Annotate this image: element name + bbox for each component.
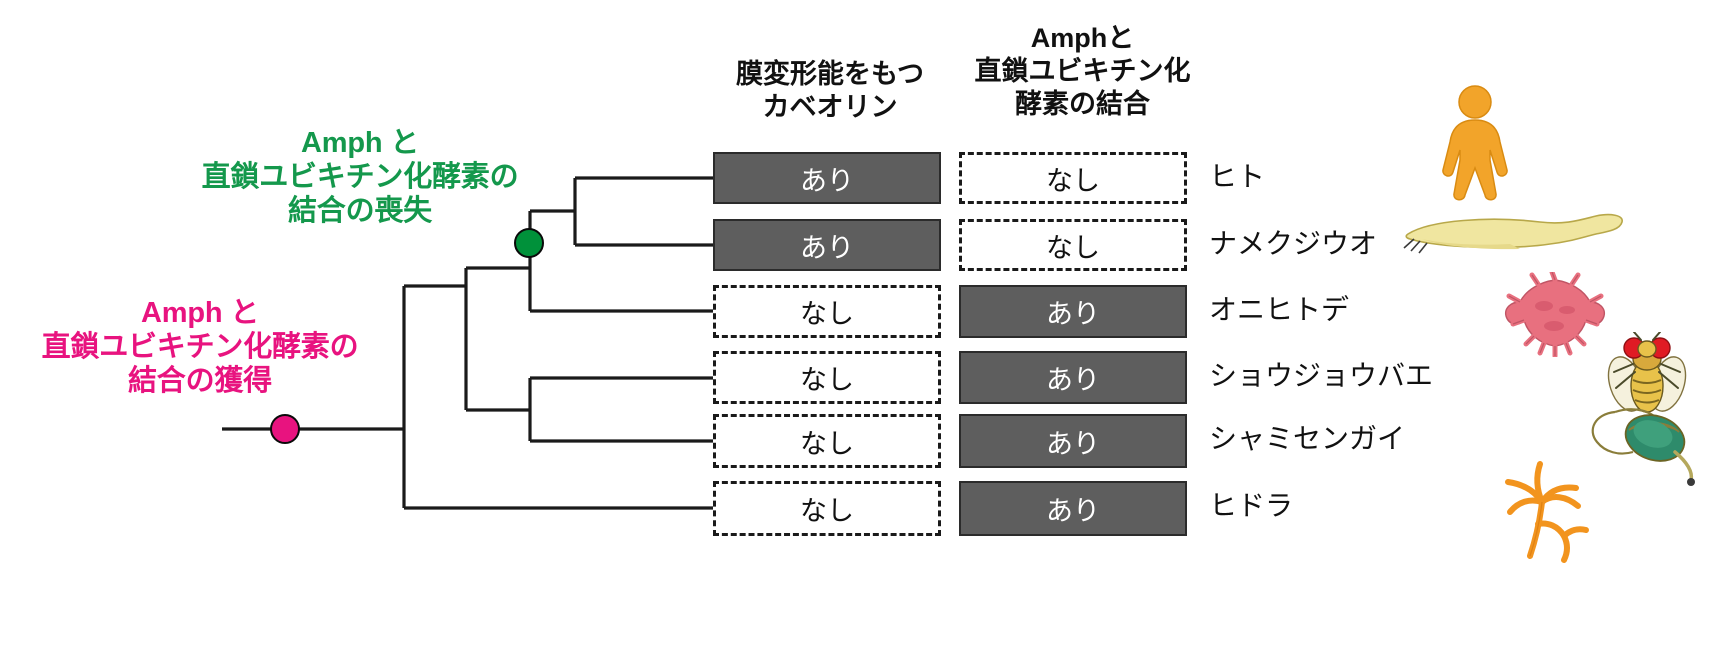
species-label-starfish: オニヒトデ — [1209, 294, 1350, 325]
green-node-marker — [514, 228, 544, 258]
lampshell-icon — [1591, 408, 1695, 486]
cell-amph-binding-amphioxus: なし — [959, 219, 1187, 271]
cell-caveolin-human: あり — [713, 152, 941, 204]
cell-amph-binding-human: なし — [959, 152, 1187, 204]
fly-icon — [1607, 332, 1687, 413]
human-icon — [1442, 85, 1508, 201]
species-label-fly: ショウジョウバエ — [1209, 360, 1434, 391]
species-label-hydra: ヒドラ — [1209, 490, 1294, 521]
species-label-lampshell: シャミセンガイ — [1209, 423, 1406, 454]
cell-caveolin-hydra: なし — [713, 481, 941, 536]
cell-caveolin-amphioxus: あり — [713, 219, 941, 271]
cell-caveolin-lampshell: なし — [713, 414, 941, 468]
annotation-loss-label: Amph と 直鎖ユビキチン化酵素の 結合の喪失 — [201, 127, 519, 228]
cell-caveolin-fly: なし — [713, 351, 941, 404]
cell-amph-binding-hydra: あり — [959, 481, 1187, 536]
annotation-gain-label: Amph と 直鎖ユビキチン化酵素の 結合の獲得 — [41, 297, 359, 398]
hydra-icon — [1505, 461, 1589, 563]
cell-caveolin-starfish: なし — [713, 285, 941, 338]
species-label-amphioxus: ナメクジウオ — [1209, 228, 1378, 259]
cell-amph-binding-starfish: あり — [959, 285, 1187, 338]
starfish-icon — [1504, 272, 1606, 357]
cell-amph-binding-lampshell: あり — [959, 414, 1187, 468]
column-header-caveolin: 膜変形能をもつ カベオリン — [736, 59, 924, 122]
pink-node-marker — [270, 414, 300, 444]
cell-amph-binding-fly: あり — [959, 351, 1187, 404]
column-header-amph-binding: Amphと 直鎖ユビキチン化 酵素の結合 — [974, 23, 1191, 119]
species-label-human: ヒト — [1209, 161, 1266, 192]
amphioxus-icon — [1403, 213, 1623, 254]
